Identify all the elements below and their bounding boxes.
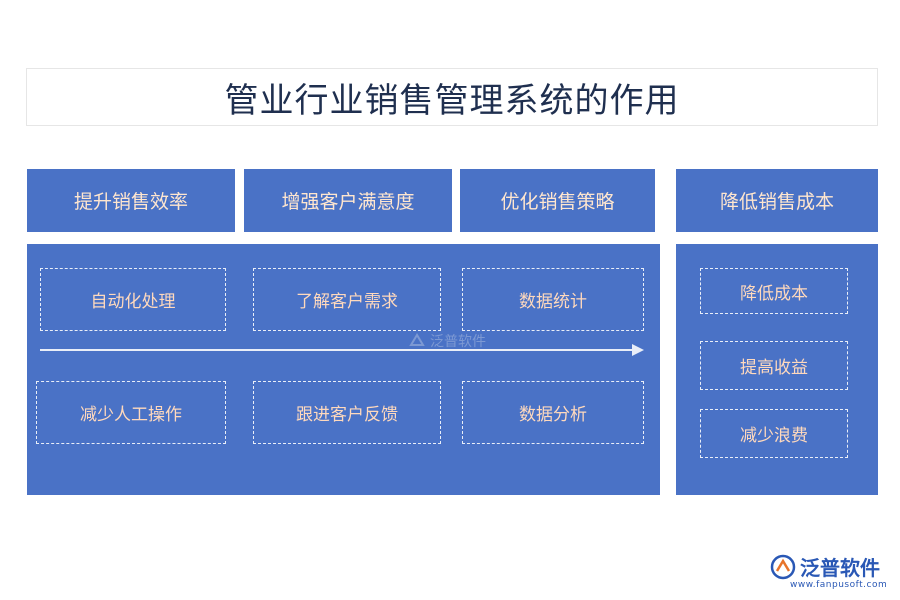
box-reduce-manual: 减少人工操作 <box>36 381 226 444</box>
box-automation: 自动化处理 <box>40 268 226 331</box>
left-panel <box>27 244 660 495</box>
brand-logo-name: 泛普软件 <box>800 556 880 580</box>
box-reduce-cost: 降低成本 <box>700 268 848 314</box>
box-reduce-waste: 减少浪费 <box>700 409 848 458</box>
brand-logo: 泛普软件 <box>770 552 880 581</box>
brand-logo-icon <box>770 554 796 579</box>
watermark: 泛普软件 <box>408 331 486 351</box>
box-customer-needs: 了解客户需求 <box>253 268 441 331</box>
right-panel <box>676 244 878 495</box>
header-sales-cost: 降低销售成本 <box>676 169 878 232</box>
watermark-logo-icon <box>409 333 425 346</box>
page-title: 管业行业销售管理系统的作用 <box>26 68 878 126</box>
box-data-analysis: 数据分析 <box>462 381 644 444</box>
header-sales-efficiency: 提升销售效率 <box>27 169 235 232</box>
brand-logo-url: www.fanpusoft.com <box>790 580 888 590</box>
flow-arrow-head-icon <box>632 344 644 356</box>
watermark-text: 泛普软件 <box>430 334 486 350</box>
header-customer-satisfaction: 增强客户满意度 <box>244 169 452 232</box>
box-follow-feedback: 跟进客户反馈 <box>253 381 441 444</box>
box-data-statistics: 数据统计 <box>462 268 644 331</box>
box-increase-revenue: 提高收益 <box>700 341 848 390</box>
flow-arrow-line <box>40 349 636 351</box>
header-sales-strategy: 优化销售策略 <box>460 169 655 232</box>
